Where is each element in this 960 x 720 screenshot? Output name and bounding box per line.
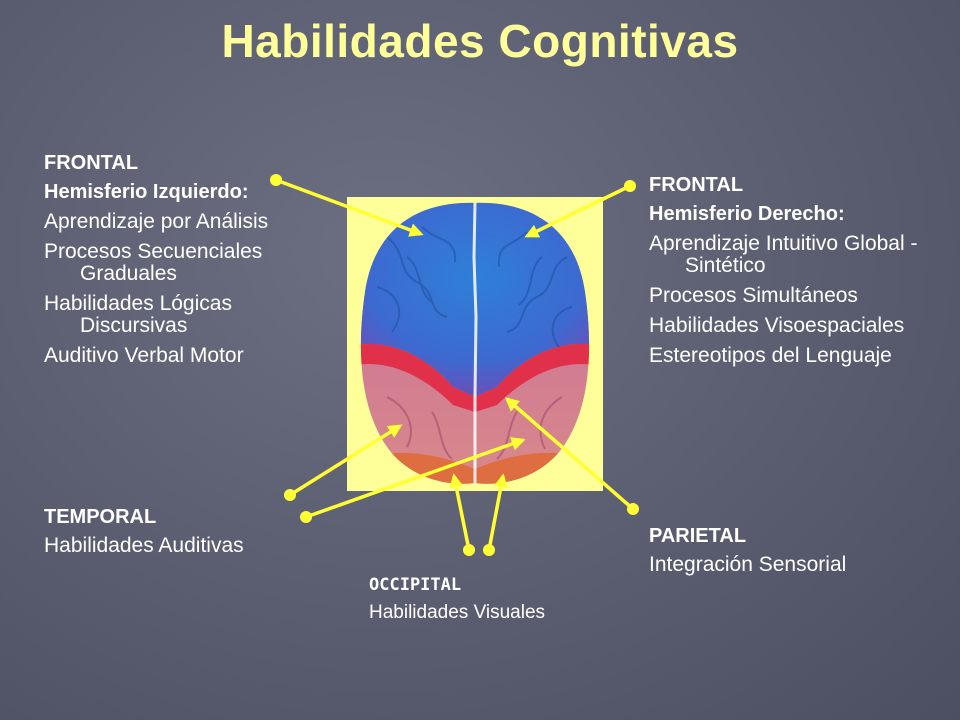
pointer-dot-temporal-1: [284, 489, 296, 501]
brain-illustration-frame: [347, 197, 603, 491]
pointer-dot-right-frontal: [624, 180, 636, 192]
right-item-4: Estereotipos del Lenguaje: [649, 344, 892, 367]
pointer-left-frontal: [275, 178, 424, 237]
right-item-2: Procesos Simultáneos: [649, 284, 858, 307]
page-title: Habilidades Cognitivas: [221, 15, 739, 67]
left-item-4: Auditivo Verbal Motor: [44, 344, 244, 367]
right-hemisphere-label: Hemisferio Derecho:: [649, 203, 845, 225]
pointer-dot-occipital-1: [463, 544, 475, 556]
occipital-block: OCCIPITAL Habilidades Visuales: [369, 572, 545, 626]
right-frontal-block: FRONTAL Hemisferio Derecho: Aprendizaje …: [649, 173, 939, 375]
left-frontal-heading: FRONTAL: [44, 152, 139, 174]
parietal-heading: PARIETAL: [649, 525, 747, 547]
pointer-parietal: [504, 397, 635, 511]
occipital-heading: OCCIPITAL: [369, 575, 462, 595]
left-frontal-block: FRONTAL Hemisferio Izquierdo: Aprendizaj…: [44, 151, 324, 375]
right-frontal-heading: FRONTAL: [649, 174, 744, 196]
pointer-occipital-2: [487, 473, 508, 551]
left-item-1: Aprendizaje por Análisis: [44, 210, 269, 233]
pointer-dot-occipital-2: [483, 544, 495, 556]
temporal-item: Habilidades Auditivas: [44, 534, 244, 557]
parietal-item: Integración Sensorial: [649, 553, 847, 576]
pointer-dot-temporal-2: [300, 511, 312, 523]
pointer-dot-parietal: [627, 503, 639, 515]
pointer-right-frontal: [524, 184, 631, 238]
occipital-item: Habilidades Visuales: [369, 602, 546, 623]
pointer-temporal-2: [305, 437, 526, 519]
brain-illustration: [360, 202, 590, 484]
temporal-block: TEMPORAL Habilidades Auditivas: [44, 505, 324, 565]
pointer-occipital-1: [449, 473, 471, 551]
left-item-2: Procesos Secuenciales Graduales: [44, 240, 263, 285]
left-item-3: Habilidades Lógicas Discursivas: [44, 292, 232, 337]
pointer-dot-left-frontal: [270, 174, 282, 186]
right-item-3: Habilidades Visoespaciales: [649, 314, 905, 337]
right-item-1: Aprendizaje Intuitivo Global - Sintético: [649, 232, 918, 277]
pointer-temporal-1: [289, 424, 403, 497]
temporal-heading: TEMPORAL: [44, 506, 157, 528]
parietal-block: PARIETAL Integración Sensorial: [649, 524, 939, 584]
left-hemisphere-label: Hemisferio Izquierdo:: [44, 181, 249, 203]
